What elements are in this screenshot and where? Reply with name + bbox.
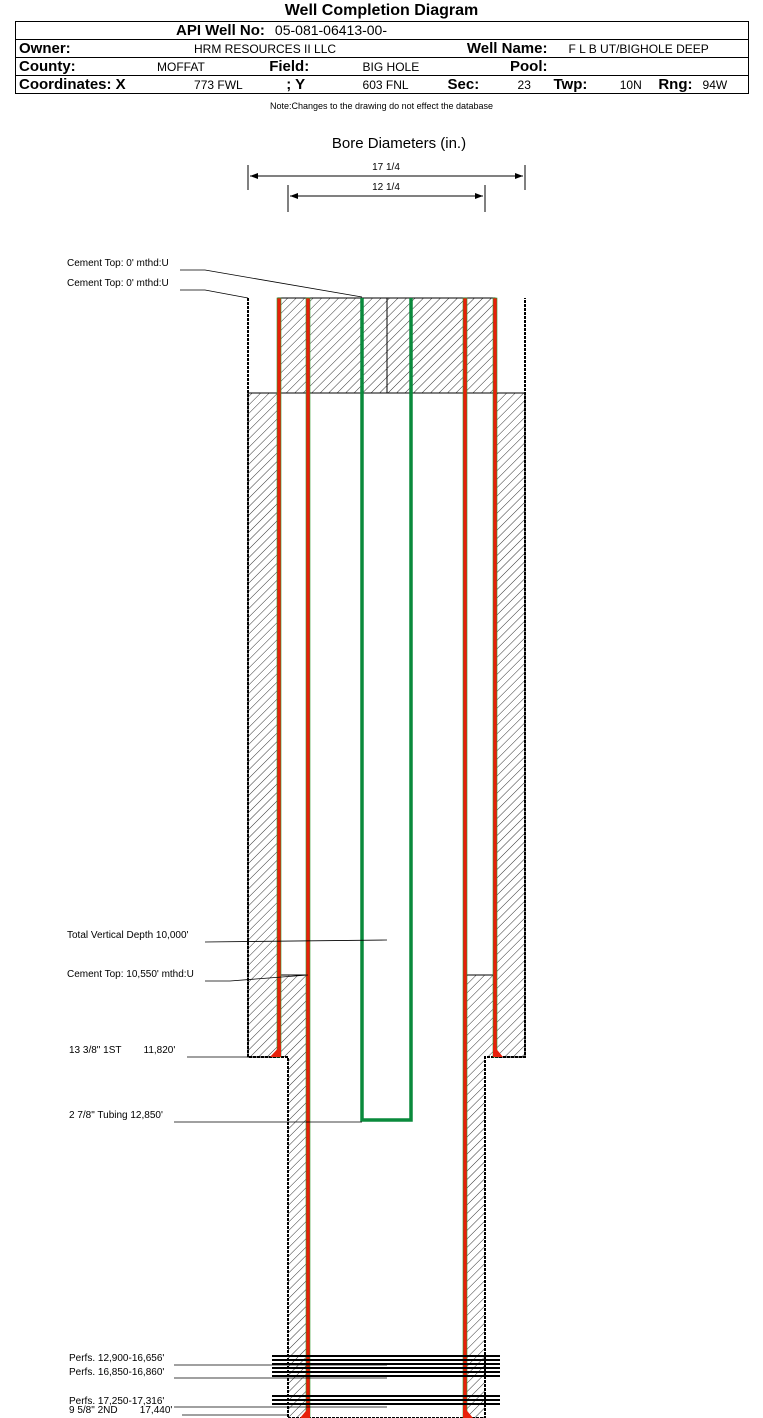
well-info-table: API Well No: 05-081-06413-00- Owner: HRM… bbox=[15, 21, 749, 94]
bore-diameters-title: Bore Diameters (in.) bbox=[332, 135, 466, 152]
casing-9-5-8 bbox=[300, 297, 473, 1418]
note-text: Note:Changes to the drawing do not effec… bbox=[270, 101, 493, 111]
well-name-value: F L B UT/BIGHOLE DEEP bbox=[568, 41, 709, 56]
rng-value: 94W bbox=[702, 78, 728, 92]
field-label: Field: bbox=[269, 58, 310, 75]
bore-1-label: 17 1/4 bbox=[372, 162, 400, 173]
sec-value: 23 bbox=[517, 77, 531, 92]
coord-y-label: ; Y bbox=[286, 76, 306, 93]
owner-label: Owner: bbox=[19, 40, 71, 57]
casing-1-label: 13 3/8" 1ST 11,820' bbox=[69, 1045, 175, 1056]
casing-13-3-8 bbox=[270, 297, 503, 1058]
perforations bbox=[272, 1355, 500, 1405]
field-value: BIG HOLE bbox=[362, 59, 420, 74]
coord-x-label: Coordinates: X bbox=[19, 76, 126, 93]
casing-2-label: 9 5/8" 2ND 17,440' bbox=[69, 1405, 172, 1416]
cement-hatching bbox=[247, 297, 526, 1418]
bore-dimension-12-1-4: 12 1/4 bbox=[287, 182, 486, 212]
sec-label: Sec: bbox=[447, 76, 480, 93]
pool-label: Pool: bbox=[509, 58, 548, 75]
api-value: 05-081-06413-00- bbox=[274, 22, 388, 38]
tubing-label: 2 7/8" Tubing 12,850' bbox=[69, 1110, 163, 1121]
rng-label: Rng: bbox=[658, 76, 693, 93]
perfs-1-label: Perfs. 12,900-16,656' bbox=[69, 1353, 164, 1364]
twp-value: 10N bbox=[619, 77, 642, 92]
owner-value: HRM RESOURCES II LLC bbox=[194, 41, 337, 56]
perfs-2-label: Perfs. 16,850-16,860' bbox=[69, 1367, 164, 1378]
bore-dimension-17-1-4: 17 1/4 bbox=[247, 162, 526, 190]
coord-x-value: 773 FWL bbox=[194, 77, 243, 92]
perfs-3-label: Perfs. 17,250-17,316' bbox=[69, 1396, 164, 1407]
well-name-label: Well Name: bbox=[466, 40, 548, 57]
coord-y-value: 603 FNL bbox=[362, 77, 409, 92]
api-label: API Well No: bbox=[176, 22, 265, 39]
diagram-title: Well Completion Diagram bbox=[284, 2, 479, 19]
tubing-2-7-8 bbox=[360, 298, 413, 1122]
cement-top-1-label: Cement Top: 0' mthd:U bbox=[67, 258, 169, 269]
twp-label: Twp: bbox=[553, 76, 588, 93]
tvd-label: Total Vertical Depth 10,000' bbox=[67, 930, 189, 941]
cement-top-2-label: Cement Top: 0' mthd:U bbox=[67, 278, 169, 289]
callouts bbox=[174, 269, 388, 1416]
bore-2-label: 12 1/4 bbox=[372, 182, 400, 193]
county-value: MOFFAT bbox=[157, 59, 205, 74]
bore-walls bbox=[247, 298, 526, 1418]
cement-top-3-label: Cement Top: 10,550' mthd:U bbox=[67, 969, 194, 980]
county-label: County: bbox=[19, 58, 76, 75]
